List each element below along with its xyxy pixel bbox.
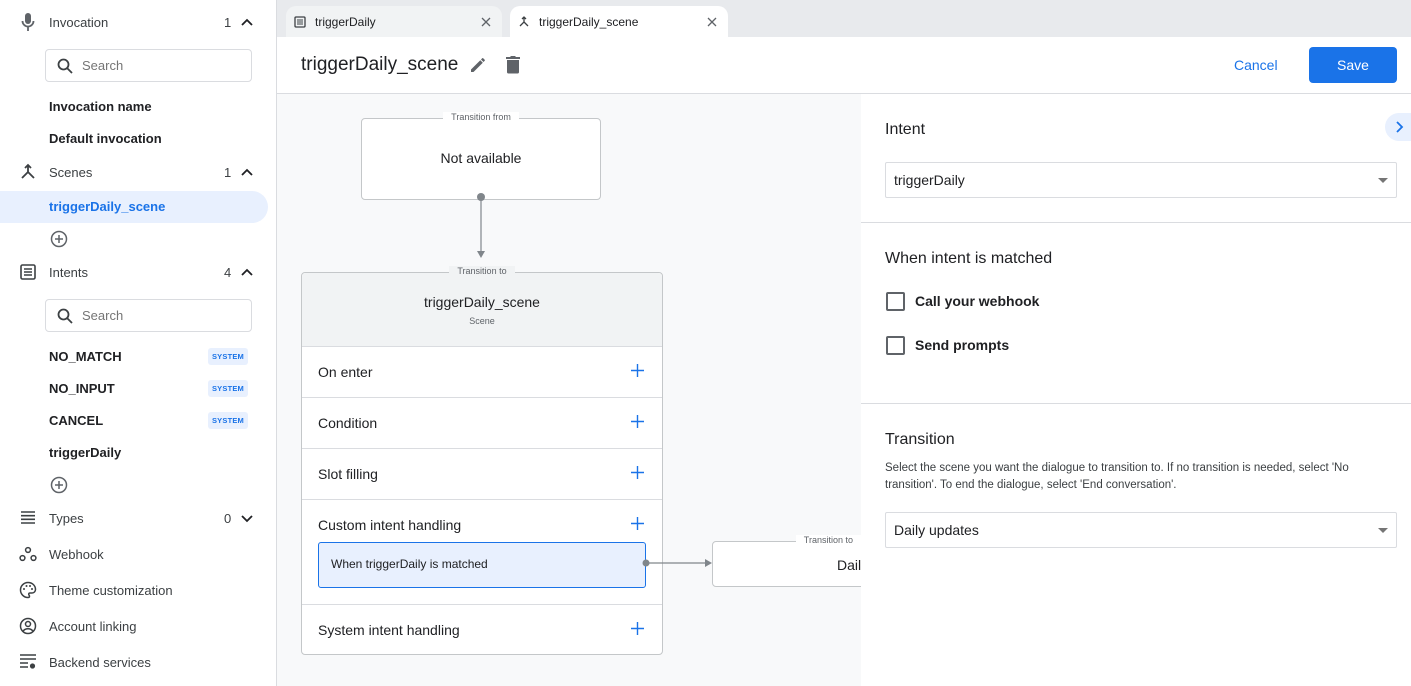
sidebar-item-theme-customization[interactable]: Theme customization xyxy=(0,575,276,605)
divider xyxy=(861,403,1411,404)
invocation-search-input[interactable] xyxy=(45,49,252,82)
transition-select[interactable]: Daily updates xyxy=(885,512,1397,548)
intent-detail-panel: Intent triggerDaily When intent is match… xyxy=(861,94,1411,686)
intent-title: Intent xyxy=(885,121,926,138)
close-icon[interactable] xyxy=(706,16,718,28)
scene-title: triggerDaily_scene xyxy=(424,294,540,310)
chevron-up-icon[interactable] xyxy=(240,165,254,179)
add-icon[interactable] xyxy=(631,364,644,377)
close-icon[interactable] xyxy=(480,16,492,28)
sidebar-section-intents[interactable]: Intents 4 xyxy=(0,257,276,287)
add-scene-icon[interactable] xyxy=(50,230,68,248)
palette-icon xyxy=(18,580,38,600)
save-button[interactable]: Save xyxy=(1309,47,1397,83)
system-badge: SYSTEM xyxy=(208,380,248,397)
tab-triggerdaily-scene[interactable]: triggerDaily_scene xyxy=(510,6,728,37)
sidebar-item-default-invocation[interactable]: Default invocation xyxy=(49,131,162,146)
intent-handler-item[interactable]: When triggerDaily is matched xyxy=(318,542,646,588)
row-custom-intent-handling[interactable]: Custom intent handling When triggerDaily… xyxy=(302,499,662,604)
intent-icon xyxy=(294,15,306,28)
transition-title: Transition xyxy=(885,431,955,448)
transition-description: Select the scene you want the dialogue t… xyxy=(885,462,1349,491)
microphone-icon xyxy=(18,12,38,32)
sidebar: Invocation 1 Invocation name Default inv… xyxy=(0,0,277,686)
account-circle-icon xyxy=(18,616,38,636)
chevron-up-icon[interactable] xyxy=(240,15,254,29)
add-icon[interactable] xyxy=(631,466,644,479)
call-webhook-label[interactable]: Call your webhook xyxy=(915,293,1040,309)
webhook-icon xyxy=(18,544,38,564)
sidebar-item-backend-services[interactable]: Backend services xyxy=(0,647,276,677)
sidebar-section-scenes[interactable]: Scenes 1 xyxy=(0,157,276,187)
sidebar-item-account-linking[interactable]: Account linking xyxy=(0,611,276,641)
transition-to-label: Transition to xyxy=(795,535,861,545)
dropdown-arrow-icon xyxy=(1378,528,1388,533)
system-badge: SYSTEM xyxy=(208,348,248,365)
backend-settings-icon xyxy=(18,652,38,672)
row-condition[interactable]: Condition xyxy=(302,397,662,448)
next-scene-node[interactable]: Transition to Daily updates xyxy=(712,535,861,587)
list-icon xyxy=(18,508,38,528)
sidebar-item-invocation-name[interactable]: Invocation name xyxy=(49,99,152,114)
search-field[interactable] xyxy=(82,58,232,73)
transition-from-value: Not available xyxy=(440,150,522,166)
row-slot-filling[interactable]: Slot filling xyxy=(302,448,662,499)
scene-node: Transition to triggerDaily_scene Scene O… xyxy=(301,266,663,655)
search-icon xyxy=(57,58,73,74)
page-title: triggerDaily_scene xyxy=(301,54,459,75)
sidebar-item-intent[interactable]: NO_MATCH xyxy=(49,349,122,364)
intents-search-input[interactable] xyxy=(45,299,252,332)
send-prompts-label[interactable]: Send prompts xyxy=(915,337,1010,353)
page-header: triggerDaily_scene Cancel Save xyxy=(277,37,1411,94)
scene-canvas: Transition from Not available Transition… xyxy=(277,94,861,686)
dropdown-arrow-icon xyxy=(1378,178,1388,183)
transition-from-label: Transition from xyxy=(443,112,519,122)
connector-arrow xyxy=(477,193,485,258)
cancel-button[interactable]: Cancel xyxy=(1234,57,1278,73)
add-icon[interactable] xyxy=(631,622,644,635)
sidebar-item-intent[interactable]: NO_INPUT xyxy=(49,381,115,396)
search-field[interactable] xyxy=(82,308,232,323)
next-scene-value: Daily updates xyxy=(837,557,861,573)
add-icon[interactable] xyxy=(631,415,644,428)
sidebar-item-webhook[interactable]: Webhook xyxy=(0,539,276,569)
sidebar-section-invocation[interactable]: Invocation 1 xyxy=(0,7,276,37)
chevron-down-icon[interactable] xyxy=(240,511,254,525)
add-intent-icon[interactable] xyxy=(50,476,68,494)
search-icon xyxy=(57,308,73,324)
add-icon[interactable] xyxy=(631,517,644,530)
sidebar-item-intent[interactable]: CANCEL xyxy=(49,413,104,428)
system-badge: SYSTEM xyxy=(208,412,248,429)
transition-to-label: Transition to xyxy=(449,266,515,276)
sidebar-section-types[interactable]: Types 0 xyxy=(0,503,276,533)
chevron-right-icon xyxy=(1396,121,1404,133)
sidebar-item-intent[interactable]: triggerDaily xyxy=(49,445,122,460)
send-prompts-checkbox[interactable] xyxy=(886,336,905,355)
delete-icon[interactable] xyxy=(505,55,521,74)
scene-icon xyxy=(18,162,38,182)
chevron-up-icon[interactable] xyxy=(240,265,254,279)
call-webhook-checkbox[interactable] xyxy=(886,292,905,311)
row-system-intent-handling[interactable]: System intent handling xyxy=(302,604,662,655)
collapse-panel-button[interactable] xyxy=(1385,113,1411,141)
edit-icon[interactable] xyxy=(469,56,487,74)
tab-bar: triggerDaily triggerDaily_scene xyxy=(277,0,1411,37)
transition-from-node: Transition from Not available xyxy=(361,112,601,200)
sidebar-item-scene-selected[interactable]: triggerDaily_scene xyxy=(0,191,268,223)
matched-title: When intent is matched xyxy=(885,250,1053,267)
scene-subtitle: Scene xyxy=(469,316,495,326)
connector-arrow xyxy=(642,559,712,567)
scene-icon xyxy=(519,15,529,26)
intent-icon xyxy=(18,262,38,282)
intent-select[interactable]: triggerDaily xyxy=(885,162,1397,198)
row-on-enter[interactable]: On enter xyxy=(302,346,662,397)
divider xyxy=(861,222,1411,223)
tab-triggerdaily[interactable]: triggerDaily xyxy=(286,6,502,37)
